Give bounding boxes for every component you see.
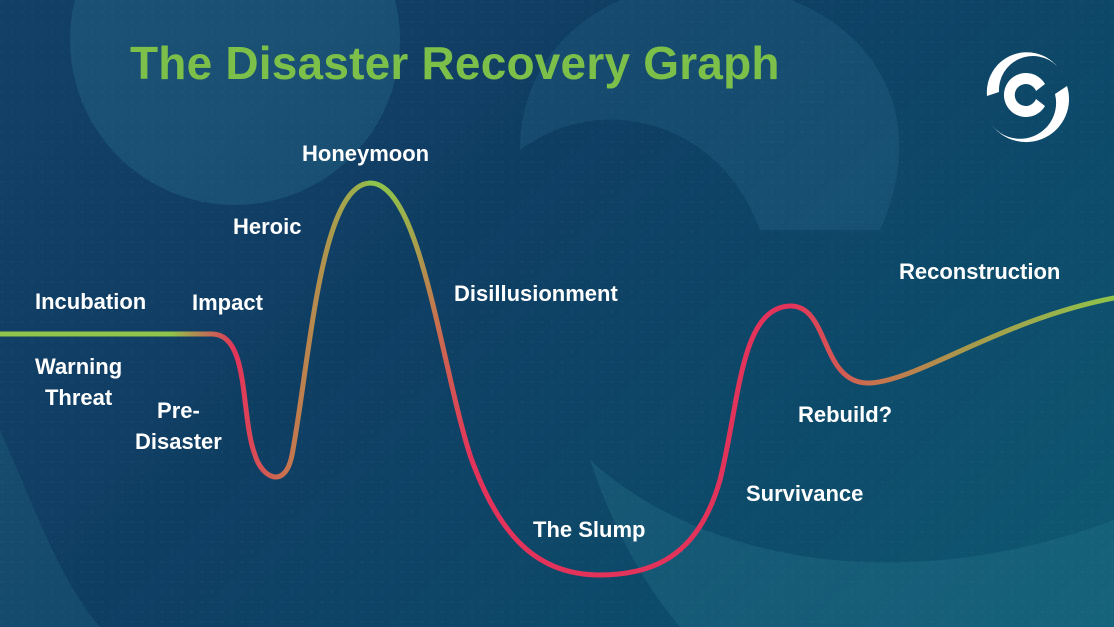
stage-label-impact: Impact <box>192 290 263 315</box>
stage-label-pre-disaster: Pre- Disaster <box>135 398 222 454</box>
stage-label-survivance: Survivance <box>746 481 864 506</box>
stage-label-incubation: Incubation <box>35 289 147 314</box>
curve-segment-honeymoon-to-slump <box>367 180 723 578</box>
curve-segment-incubation-to-honeymoon <box>0 180 373 480</box>
stage-label-reconstruction: Reconstruction <box>899 259 1061 284</box>
stage-label-rebuild: Rebuild? <box>798 402 893 427</box>
circular-swirl-logo-icon <box>986 52 1070 143</box>
stage-label-warning-threat: Warning Threat <box>35 354 123 410</box>
stage-label-honeymoon: Honeymoon <box>302 141 430 166</box>
stage-label-heroic: Heroic <box>233 214 302 239</box>
stage-label-the-slump: The Slump <box>533 517 646 542</box>
curve-segment-survivance-to-reconstruction <box>717 295 1114 483</box>
stage-label-disillusionment: Disillusionment <box>454 281 618 306</box>
page-title: The Disaster Recovery Graph <box>130 37 780 89</box>
